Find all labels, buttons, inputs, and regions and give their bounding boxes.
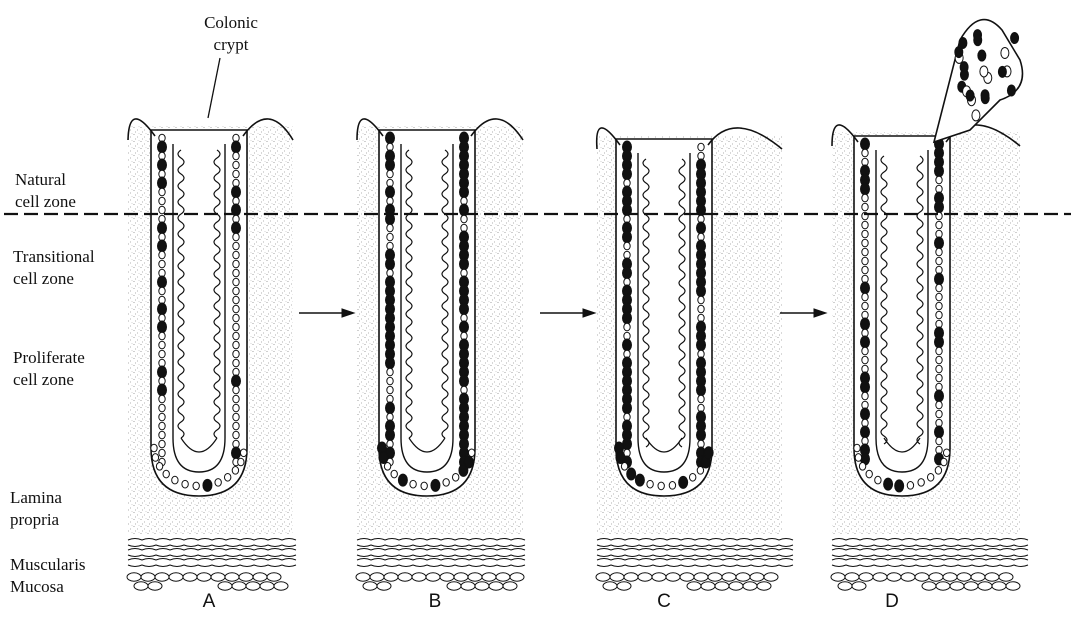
crypt-panel-a — [127, 119, 296, 590]
muscularis-mucosa-c — [597, 539, 793, 567]
natural-zone-line1: Natural — [15, 169, 76, 191]
submucosa-cells-c — [596, 573, 778, 590]
submucosa-cells-a — [127, 573, 288, 590]
colonic-crypt-label: Colonic crypt — [198, 12, 264, 56]
natural-zone-line2: cell zone — [15, 191, 76, 213]
muscularis-mucosa-d — [832, 539, 1028, 567]
transitional-zone-line2: cell zone — [13, 268, 95, 290]
proliferate-zone-line2: cell zone — [13, 369, 85, 391]
muscularis-mucosa-line2: Mucosa — [10, 576, 86, 598]
muscularis-mucosa-a — [128, 539, 296, 567]
proliferate-zone-label: Proliferate cell zone — [13, 347, 85, 391]
muscularis-mucosa-line1: Muscularis — [10, 554, 86, 576]
adenoma-outgrowth-d — [934, 20, 1023, 142]
panel-letter-a: A — [194, 591, 224, 613]
panel-letter-b: B — [420, 591, 450, 613]
progression-arrow-2 — [540, 309, 595, 317]
submucosa-cells-d — [831, 573, 1020, 590]
submucosa-cells-b — [356, 573, 524, 590]
transitional-zone-label: Transitional cell zone — [13, 246, 95, 290]
crypt-panel-d — [831, 125, 1028, 590]
crypt-panel-b — [356, 119, 525, 590]
muscularis-mucosa-label: Muscularis Mucosa — [10, 554, 86, 598]
colonic-crypt-line2: crypt — [198, 34, 264, 56]
muscularis-mucosa-b — [357, 539, 525, 567]
colonic-crypt-line1: Colonic — [198, 12, 264, 34]
progression-arrow-3 — [780, 309, 826, 317]
proliferate-zone-line1: Proliferate — [13, 347, 85, 369]
natural-zone-label: Natural cell zone — [15, 169, 76, 213]
transitional-zone-line1: Transitional — [13, 246, 95, 268]
lamina-propria-line1: Lamina — [10, 487, 62, 509]
panel-letter-d: D — [877, 591, 907, 613]
lamina-propria-label: Lamina propria — [10, 487, 62, 531]
crypt-panel-c — [596, 128, 793, 590]
colonic-crypt-leader-line — [208, 58, 220, 118]
lamina-propria-line2: propria — [10, 509, 62, 531]
progression-arrow-1 — [299, 309, 354, 317]
panel-letter-c: C — [649, 591, 679, 613]
